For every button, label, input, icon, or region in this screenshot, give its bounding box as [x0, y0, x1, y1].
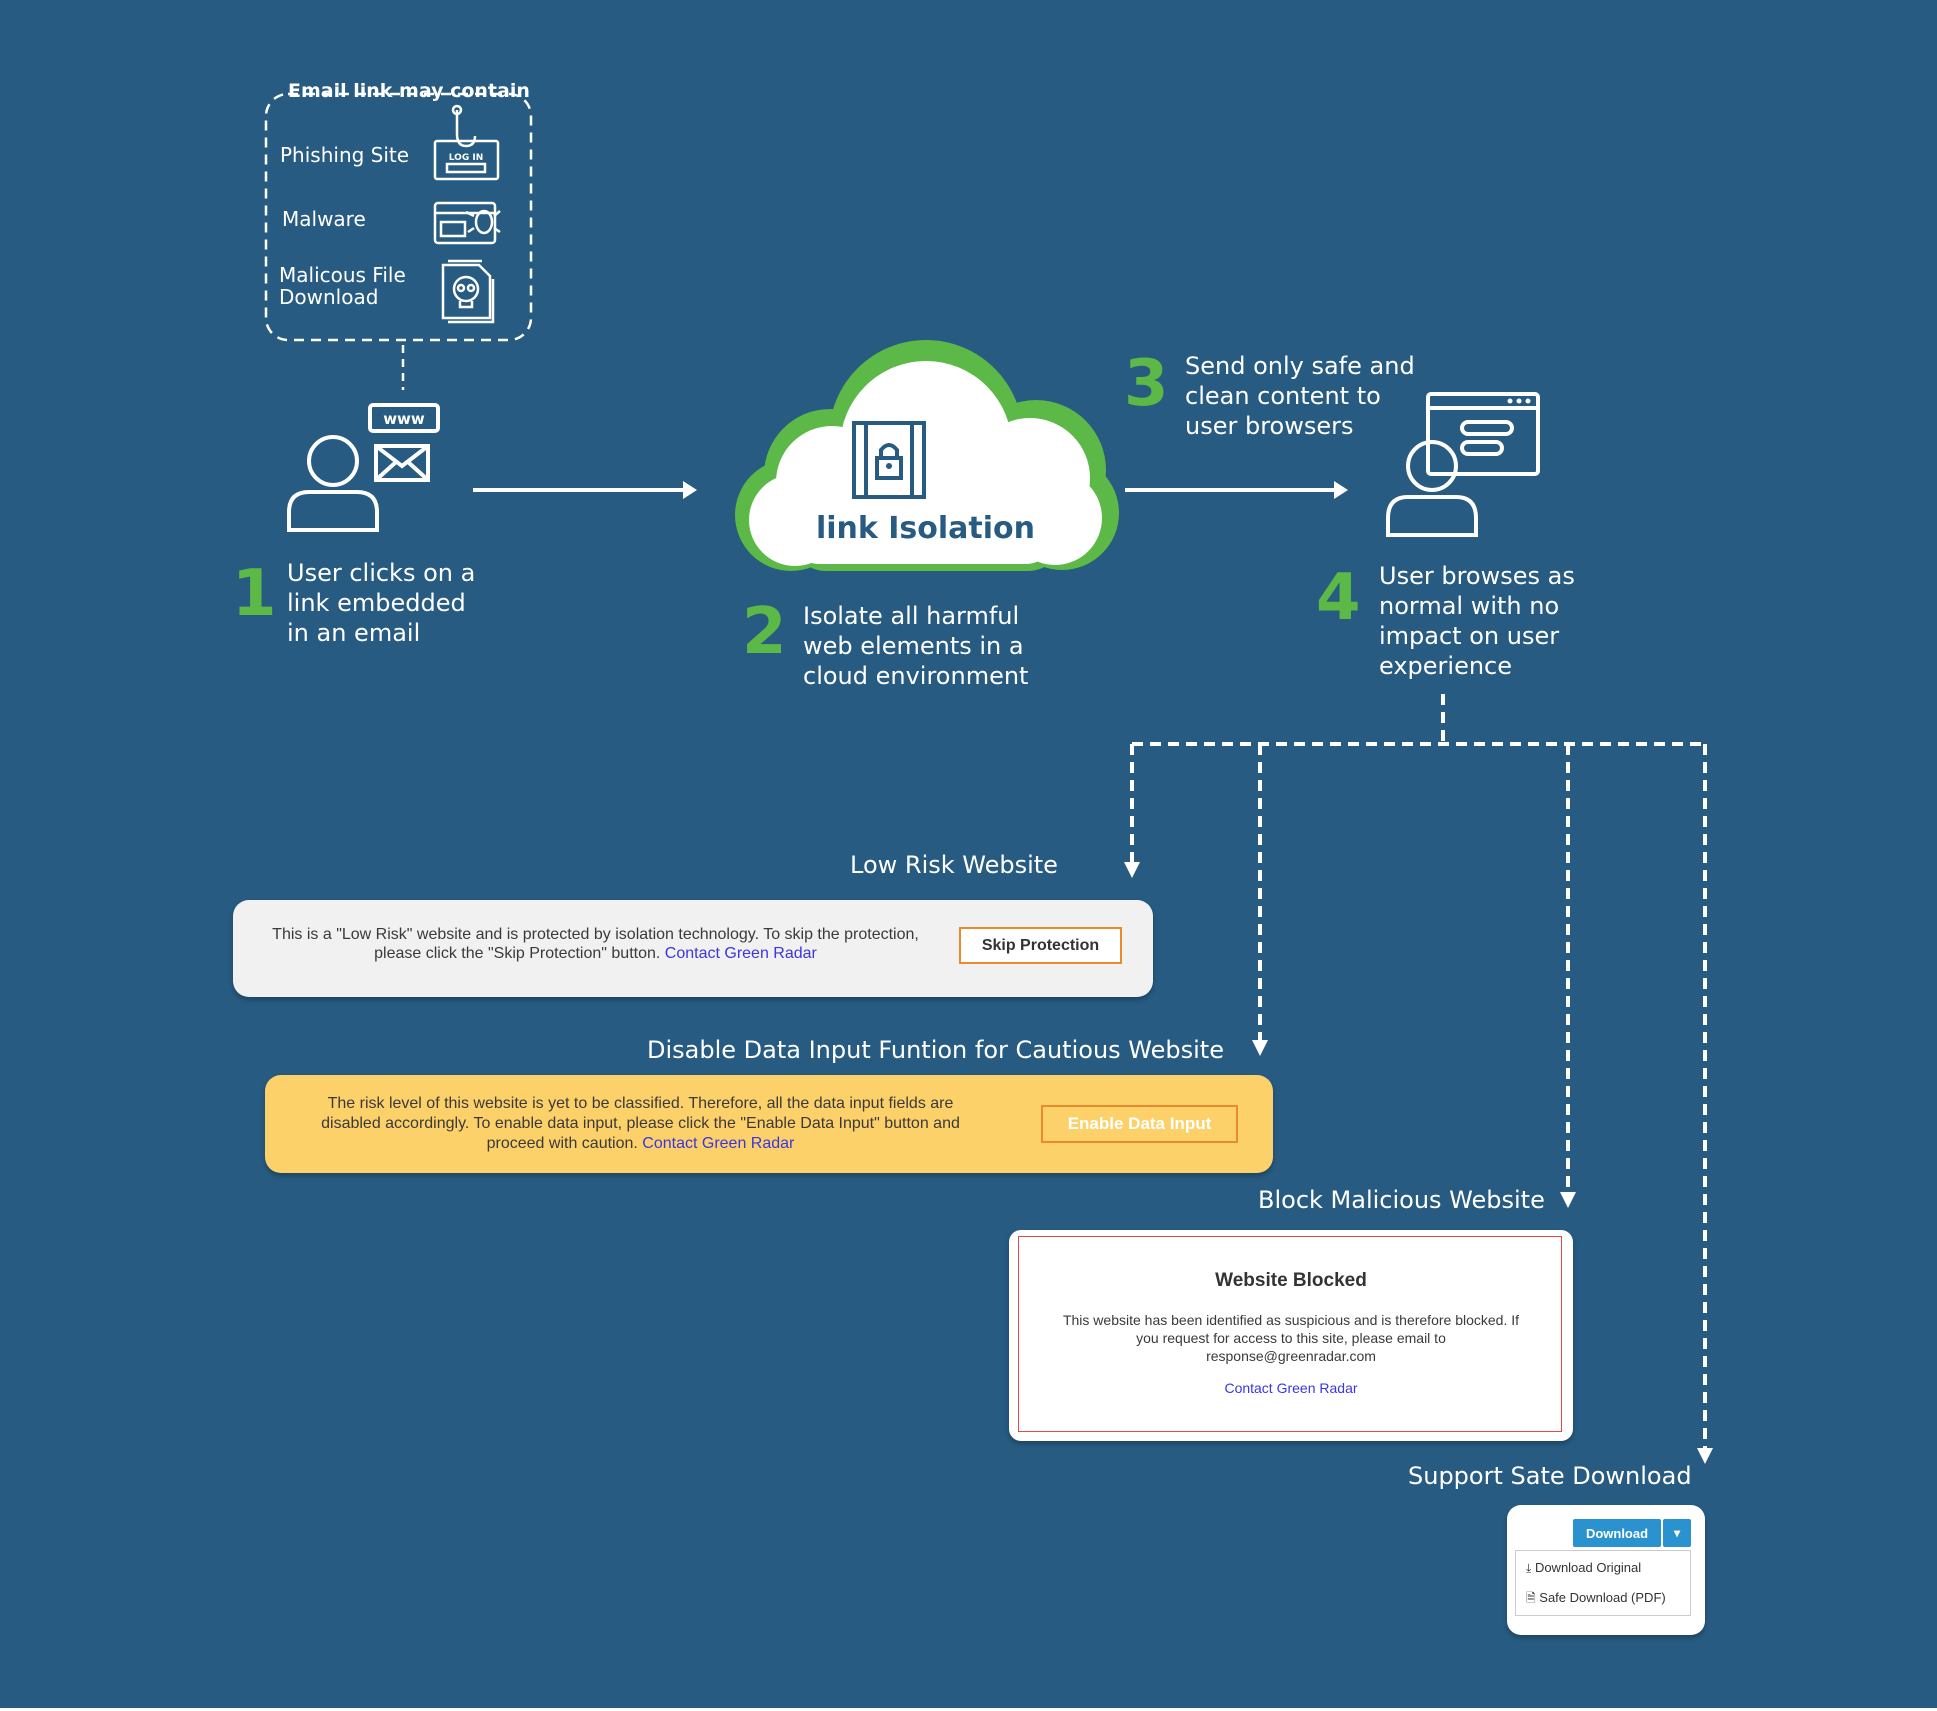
caution-contact-link[interactable]: Contact Green Radar — [642, 1135, 795, 1152]
cloud-title: link Isolation — [815, 511, 1036, 546]
branch-arrowheads — [1124, 862, 1713, 1464]
arrow-1-to-2 — [473, 481, 697, 499]
download-caret-button[interactable]: ▾ — [1663, 1519, 1691, 1547]
download-heading: Support Sate Download — [1408, 1462, 1692, 1490]
www-icon: www — [383, 410, 425, 428]
svg-text:LOG IN: LOG IN — [449, 153, 483, 163]
step-4-number: 4 — [1316, 561, 1361, 635]
step-1-number: 1 — [232, 557, 277, 631]
arrow-3-to-4 — [1125, 481, 1348, 499]
download-button[interactable]: Download — [1573, 1519, 1661, 1547]
lock-cage-icon — [852, 421, 926, 499]
phishing-login-icon — [433, 104, 500, 181]
low-risk-heading: Low Risk Website — [850, 851, 1058, 879]
step-2-number: 2 — [742, 595, 787, 669]
skip-protection-button[interactable]: Skip Protection — [959, 927, 1122, 964]
caution-message: The risk level of this website is yet to… — [321, 1095, 960, 1152]
blocked-title: Website Blocked — [1215, 1270, 1367, 1291]
download-card: Download ▾ ⤓ Download Original 🗎 Safe Do… — [1507, 1505, 1705, 1635]
user-email-icon — [287, 403, 440, 532]
step-3-number: 3 — [1124, 347, 1169, 421]
skull-file-icon — [441, 259, 495, 324]
blocked-card: Website Blocked This website has been id… — [1009, 1230, 1573, 1441]
threat-box-border — [264, 92, 533, 342]
threat-label-phishing: Phishing Site — [280, 143, 410, 167]
download-original-item[interactable]: ⤓ Download Original — [1526, 1560, 1642, 1575]
download-icon: ⤓ — [1526, 1561, 1532, 1575]
branch-connectors — [1130, 694, 1707, 1448]
safe-download-item[interactable]: 🗎 Safe Download (PDF) — [1526, 1590, 1666, 1605]
threat-box-title: Email link may contain — [288, 80, 530, 102]
malware-bug-icon — [433, 201, 501, 245]
caution-banner: The risk level of this website is yet to… — [265, 1075, 1273, 1173]
enable-data-input-button[interactable]: Enable Data Input — [1041, 1105, 1238, 1143]
threat-label-file: Malicous File — [279, 263, 406, 287]
threat-label-file-2: Download — [279, 285, 379, 309]
low-risk-banner: This is a "Low Risk" website and is prot… — [233, 900, 1153, 997]
user-browser-icon — [1386, 392, 1540, 537]
blocked-frame: Website Blocked This website has been id… — [1018, 1236, 1562, 1432]
blocked-contact-link[interactable]: Contact Green Radar — [1224, 1380, 1358, 1396]
pdf-file-icon: 🗎 — [1526, 1591, 1536, 1605]
download-menu: ⤓ Download Original 🗎 Safe Download (PDF… — [1515, 1550, 1691, 1616]
blocked-message: This website has been identified as susp… — [1062, 1312, 1520, 1364]
low-risk-message: This is a "Low Risk" website and is prot… — [272, 926, 919, 962]
blocked-heading: Block Malicious Website — [1258, 1186, 1545, 1214]
bottom-border — [0, 1708, 1937, 1711]
threat-label-malware: Malware — [282, 207, 366, 231]
caution-heading: Disable Data Input Funtion for Cautious … — [647, 1036, 1224, 1064]
low-risk-contact-link[interactable]: Contact Green Radar — [664, 945, 817, 962]
